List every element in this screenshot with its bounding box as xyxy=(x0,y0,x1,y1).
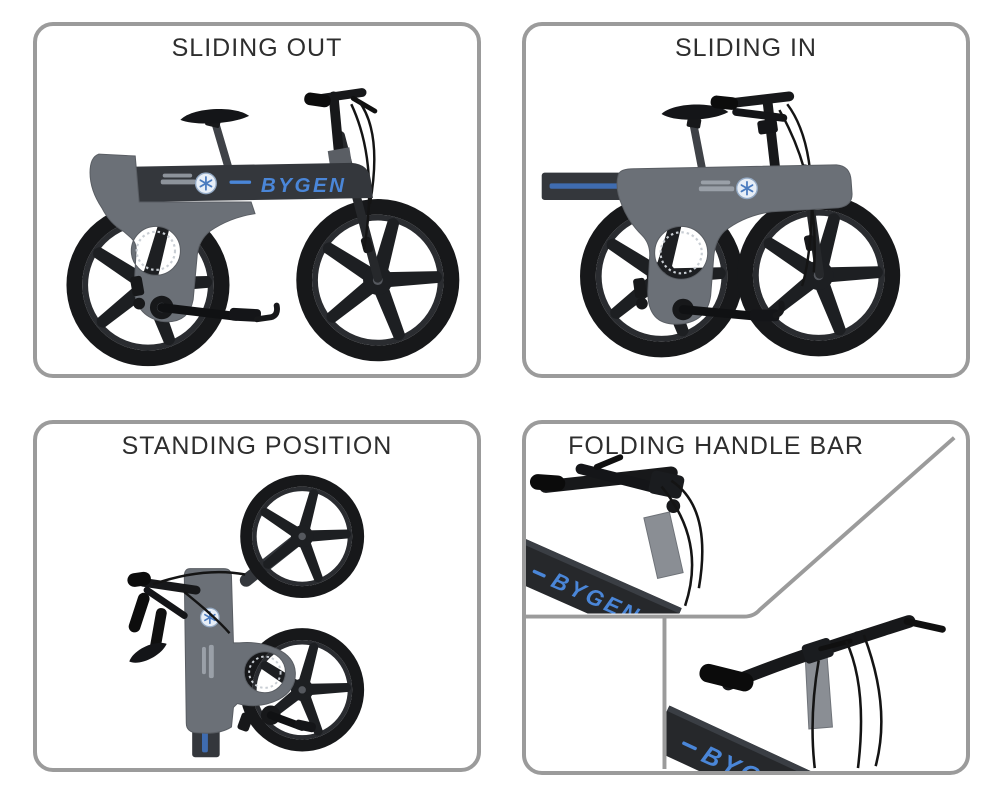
frame-beam: BYGEN xyxy=(666,705,884,771)
divider-lines xyxy=(526,436,956,770)
bike-extended-illustration: BYGEN xyxy=(37,88,477,374)
brake-cables xyxy=(152,570,246,634)
tube-decals xyxy=(202,644,214,679)
fender-curved-text xyxy=(659,231,703,275)
frame-body xyxy=(616,164,853,325)
fender-curved-text xyxy=(248,655,282,689)
brand-text: BYGEN xyxy=(261,174,347,197)
handlebar-unfolded-closeup: BYGEN xyxy=(666,615,946,771)
panel-title-folding-handle-bar: FOLDING HANDLE BAR xyxy=(568,432,864,460)
panel-folding-handle-bar: FOLDING HANDLE BAR BYGEN xyxy=(522,420,970,775)
saddle-seatpost xyxy=(180,108,250,179)
handlebar xyxy=(304,88,378,250)
extended-bar xyxy=(699,615,946,692)
stem xyxy=(643,511,684,580)
saddle-seatpost-folded xyxy=(661,104,729,177)
snowflake-logo-badge-icon xyxy=(199,607,220,628)
crank-pedal xyxy=(130,275,280,323)
brake-cables xyxy=(350,99,376,250)
handlebar-folded-closeup: BYGEN xyxy=(526,454,704,614)
fender-curved-text xyxy=(135,230,177,271)
crank-pedal xyxy=(633,277,785,322)
panel-sliding-out: SLIDING OUT xyxy=(33,22,481,378)
handlebar-folded-down xyxy=(127,570,246,663)
bike-standing-illustration xyxy=(127,424,477,758)
tube-decals xyxy=(698,180,735,192)
panel-title-sliding-in: SLIDING IN xyxy=(675,34,817,62)
panel-title-standing-position: STANDING POSITION xyxy=(121,432,393,460)
handlebar-closeups-illustration: BYGEN BYGEN xyxy=(526,436,956,771)
panel-title-sliding-out: SLIDING OUT xyxy=(171,34,343,62)
crank-pedal xyxy=(237,705,316,733)
saddle-folded xyxy=(129,642,167,663)
top-wheel-icon xyxy=(246,481,358,592)
panel-sliding-in: SLIDING IN xyxy=(522,22,970,378)
snowflake-logo-badge-icon xyxy=(735,177,759,200)
brake-cables xyxy=(811,634,883,769)
folded-bar xyxy=(529,454,685,513)
brake-cables xyxy=(660,479,704,607)
panel-standing-position: STANDING POSITION xyxy=(33,420,481,772)
tube-decals xyxy=(160,173,252,185)
bike-slid-in-illustration xyxy=(541,91,966,374)
snowflake-logo-badge-icon xyxy=(194,172,218,195)
